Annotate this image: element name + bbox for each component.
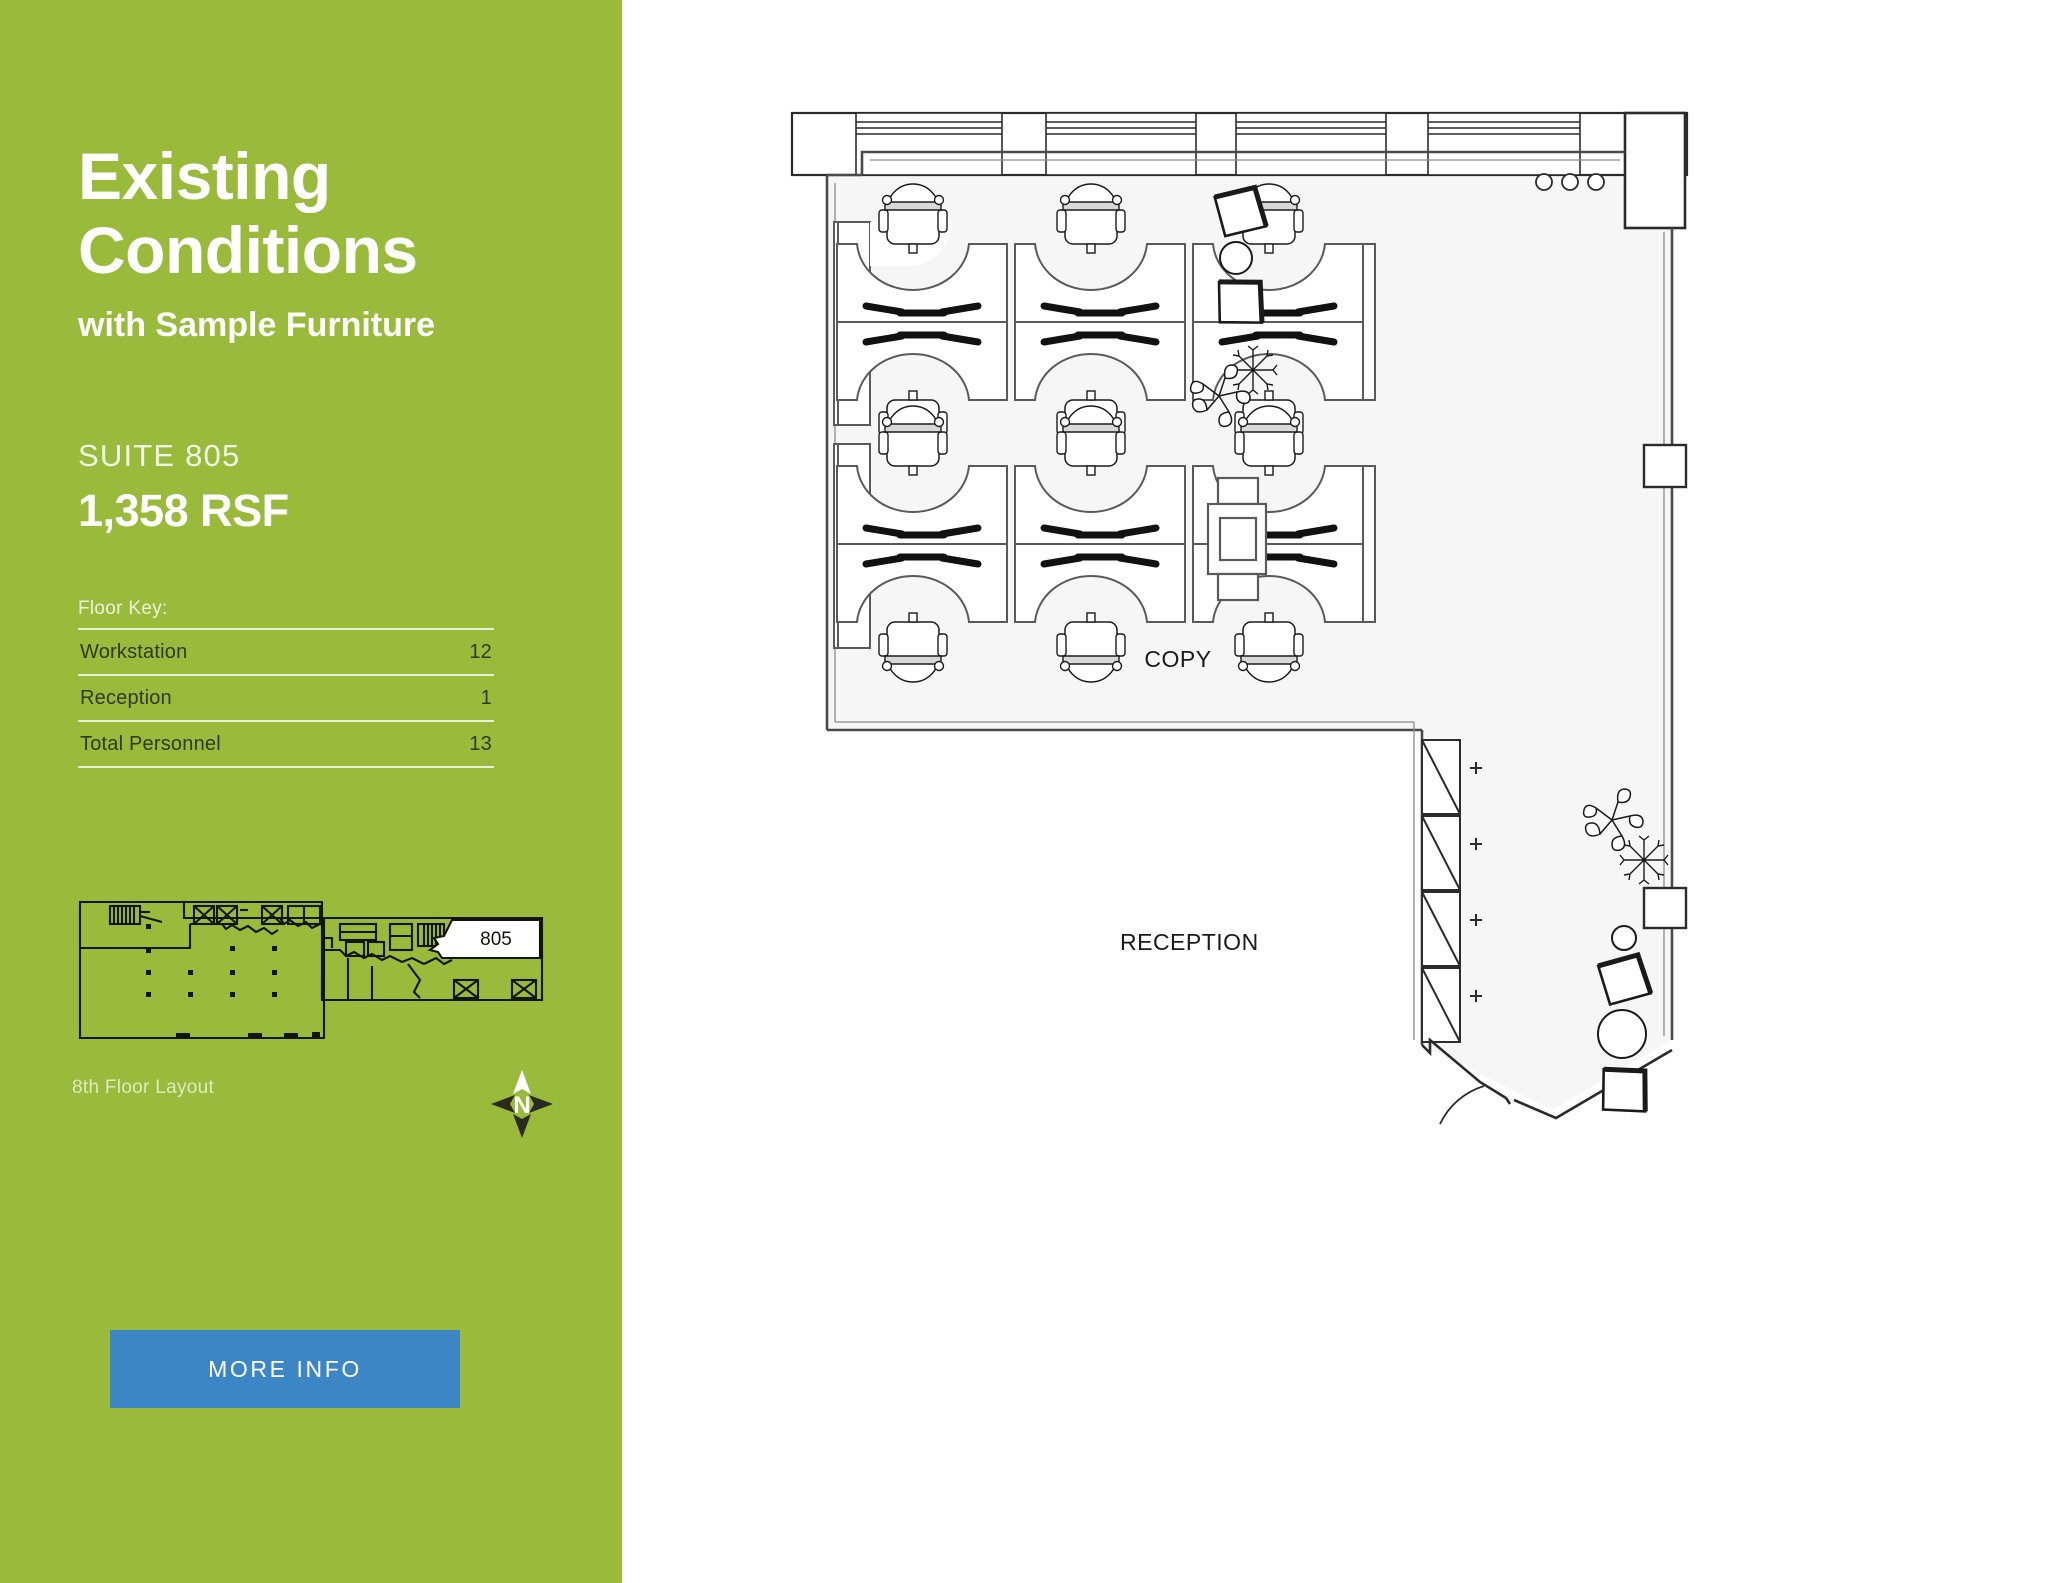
- glass-partition-panels: [1421, 739, 1461, 1043]
- compass-north-label: N: [513, 1092, 530, 1119]
- floor-plan-area: COPY: [622, 0, 2048, 1583]
- page-subtitle: with Sample Furniture: [78, 305, 436, 344]
- left-info-panel: Existing Conditions with Sample Furnitur…: [0, 0, 622, 1583]
- lounge-seating-north[interactable]: [1214, 187, 1267, 327]
- suite-number-label: SUITE 805: [78, 438, 241, 473]
- floor-key-divider: [78, 674, 494, 676]
- suite-805-thumbnail-label: 805: [480, 929, 512, 950]
- floor-key-row-total-personnel: Total Personnel 13: [78, 722, 494, 766]
- ceiling-utility-markers: [1535, 173, 1605, 191]
- suite-floor-plan[interactable]: COPY: [622, 0, 2048, 1583]
- workstation-cluster-south[interactable]: [833, 405, 1376, 682]
- floor-key-divider: [78, 720, 494, 722]
- floor-key-divider: [78, 766, 494, 768]
- compass-rose-icon: N: [489, 1068, 555, 1140]
- reception-label: RECEPTION: [1120, 929, 1259, 955]
- reception-area[interactable]: RECEPTION: [1120, 886, 1688, 1115]
- floor-key-value: 12: [469, 641, 492, 663]
- copier-icon: [1206, 476, 1268, 602]
- floor-key-label: Workstation: [80, 641, 188, 663]
- page-title-line-1: Existing: [78, 139, 331, 213]
- floor-key-value: 1: [480, 687, 492, 709]
- floor-key-label: Reception: [80, 687, 172, 709]
- floor-key-row-reception: Reception 1: [78, 676, 494, 720]
- suite-805-highlight[interactable]: [427, 918, 542, 960]
- window-mullions-top: [855, 112, 1581, 176]
- copy-area[interactable]: COPY: [1144, 443, 1688, 672]
- floor-key-title: Floor Key:: [78, 598, 168, 619]
- floor-plate-thumbnail: 805: [78, 900, 544, 1040]
- entry-door-swing: [1439, 1085, 1485, 1125]
- title-block: Existing Conditions with Sample Furnitur…: [78, 139, 578, 345]
- floor-key-value: 13: [469, 733, 492, 755]
- small-side-table: [1611, 925, 1637, 951]
- structural-column-northeast: [1623, 111, 1687, 230]
- side-table-round: [1219, 241, 1253, 275]
- page-title-line-2: Conditions: [78, 212, 418, 287]
- wall-box-reception: [1642, 886, 1688, 930]
- copy-room-label: COPY: [1144, 646, 1211, 672]
- wall-box-copy: [1642, 443, 1688, 489]
- floor-key-divider: [78, 628, 494, 630]
- reception-coffee-table: [1597, 1009, 1647, 1059]
- more-info-button[interactable]: MORE INFO: [110, 1330, 460, 1408]
- floor-key-table: Floor Key: Workstation 12 Reception 1 To…: [78, 598, 494, 768]
- floor-thumbnail-block: 805 8th Floor Layout: [72, 880, 552, 1099]
- suite-block: SUITE 805 1,358 RSF: [78, 438, 578, 537]
- floor-thumbnail-caption: 8th Floor Layout: [72, 1077, 215, 1098]
- suite-rsf-label: 1,358 RSF: [78, 485, 289, 536]
- floor-key-row-workstation: Workstation 12: [78, 630, 494, 674]
- floor-key-label: Total Personnel: [80, 733, 221, 755]
- partition-tick-marks: [1470, 762, 1482, 1002]
